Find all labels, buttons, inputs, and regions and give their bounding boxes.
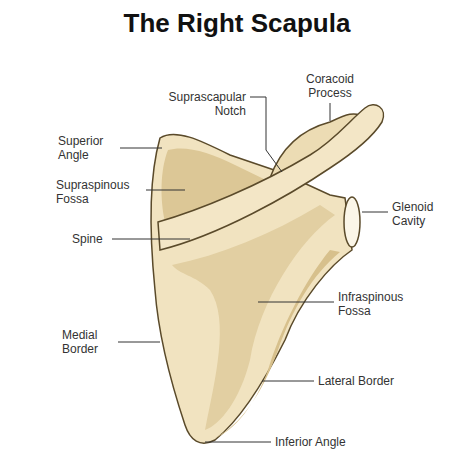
lateral-ridge-shading: [215, 250, 340, 438]
part-label: Coracoid Process: [292, 72, 368, 100]
part-label: Supraspinous Fossa: [56, 178, 144, 206]
diagram-title: The Right Scapula: [0, 8, 474, 39]
leader-line: [205, 442, 271, 443]
leader-line: [362, 212, 388, 213]
leader-line: [120, 148, 162, 149]
part-label: Medial Border: [62, 328, 116, 356]
leader-line: [258, 302, 334, 303]
leader-line: [330, 103, 331, 121]
part-label: Lateral Border: [318, 374, 428, 388]
leader-line: [146, 190, 185, 191]
scapular-spine: [158, 105, 384, 250]
leader-line: [250, 97, 282, 172]
leader-line: [262, 381, 314, 382]
part-label: Spine: [72, 232, 110, 246]
leader-line: [118, 342, 160, 343]
leader-line: [112, 239, 190, 240]
part-label: Suprascapular Notch: [158, 90, 246, 118]
part-label: Infraspinous Fossa: [338, 290, 420, 318]
scapula-body: [151, 134, 352, 443]
glenoid-cavity: [344, 197, 360, 247]
part-label: Inferior Angle: [275, 435, 385, 449]
part-label: Glenoid Cavity: [392, 200, 454, 228]
part-label: Superior Angle: [58, 134, 120, 162]
